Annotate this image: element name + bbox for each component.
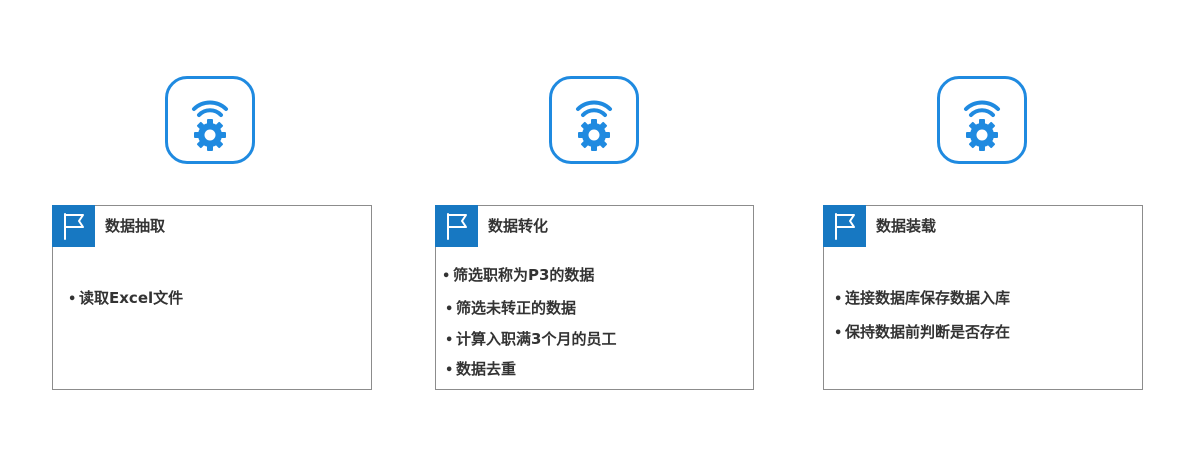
list-item: •筛选职称为P3的数据 [442,266,595,284]
stage-title: 数据转化 [488,217,549,235]
bullet-list: •连接数据库保存数据入库 •保持数据前判断是否存在 [824,206,1144,391]
stage-title: 数据装载 [876,217,937,235]
iot-gear-signal-icon [937,76,1027,164]
stage-card: 数据装载 •连接数据库保存数据入库 •保持数据前判断是否存在 [823,205,1143,390]
stage-card: 数据转化 •筛选职称为P3的数据 •筛选未转正的数据 •计算入职满3个月的员工 … [435,205,754,390]
iot-gear-signal-icon [549,76,639,164]
stage-title: 数据抽取 [105,217,166,235]
list-item: •连接数据库保存数据入库 [834,289,1011,307]
stage-transform: 数据转化 •筛选职称为P3的数据 •筛选未转正的数据 •计算入职满3个月的员工 … [435,0,755,458]
list-item: •计算入职满3个月的员工 [445,330,617,348]
list-item: •筛选未转正的数据 [445,299,577,317]
flag-icon [823,205,866,247]
stage-extract: 数据抽取 •读取Excel文件 [52,0,372,458]
bullet-list: •筛选职称为P3的数据 •筛选未转正的数据 •计算入职满3个月的员工 •数据去重 [436,206,756,391]
bullet-list: •读取Excel文件 [53,206,373,391]
stage-card: 数据抽取 •读取Excel文件 [52,205,372,390]
iot-gear-signal-icon [165,76,255,164]
flag-icon [52,205,95,247]
list-item: •读取Excel文件 [68,289,184,307]
list-item: •数据去重 [445,360,517,378]
stage-load: 数据装载 •连接数据库保存数据入库 •保持数据前判断是否存在 [823,0,1143,458]
list-item: •保持数据前判断是否存在 [834,323,1011,341]
flag-icon [435,205,478,247]
